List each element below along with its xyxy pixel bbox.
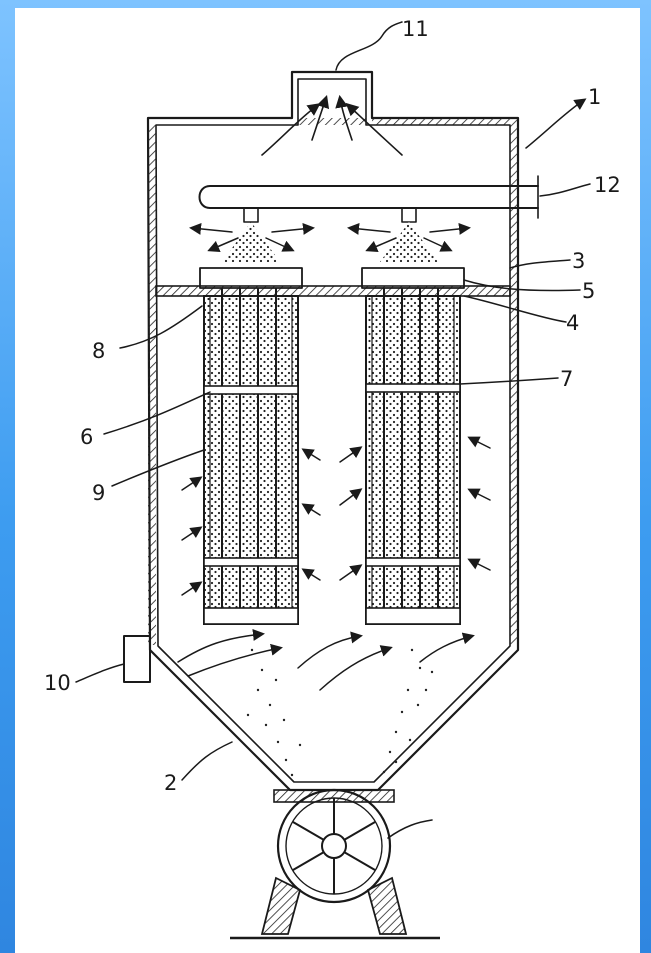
reference-labels: 11 1 12 3 5 4 8 7 6 9 10 2 <box>44 17 621 795</box>
label-7: 7 <box>560 367 573 391</box>
label-6: 6 <box>80 425 93 449</box>
label-4: 4 <box>566 311 579 335</box>
filter-cartridge-right <box>361 267 465 625</box>
rotary-valve <box>273 788 433 904</box>
label-5: 5 <box>582 279 595 303</box>
air-outlet <box>261 94 403 156</box>
label-9: 9 <box>92 481 105 505</box>
tube-sheet <box>155 285 511 297</box>
label-8: 8 <box>92 339 105 363</box>
label-11: 11 <box>402 17 429 41</box>
leader-lines <box>75 21 591 781</box>
blowback-pipe <box>189 175 539 262</box>
label-10: 10 <box>44 671 71 695</box>
label-3: 3 <box>572 249 585 273</box>
label-1: 1 <box>588 85 601 109</box>
dust-particles <box>246 648 434 777</box>
gas-inlet <box>123 635 151 683</box>
gas-flow-arrows <box>177 436 491 691</box>
label-12: 12 <box>594 173 621 197</box>
support-stand <box>230 876 440 940</box>
housing <box>146 70 520 792</box>
filter-cartridge-left <box>199 267 303 625</box>
label-2: 2 <box>164 771 177 795</box>
